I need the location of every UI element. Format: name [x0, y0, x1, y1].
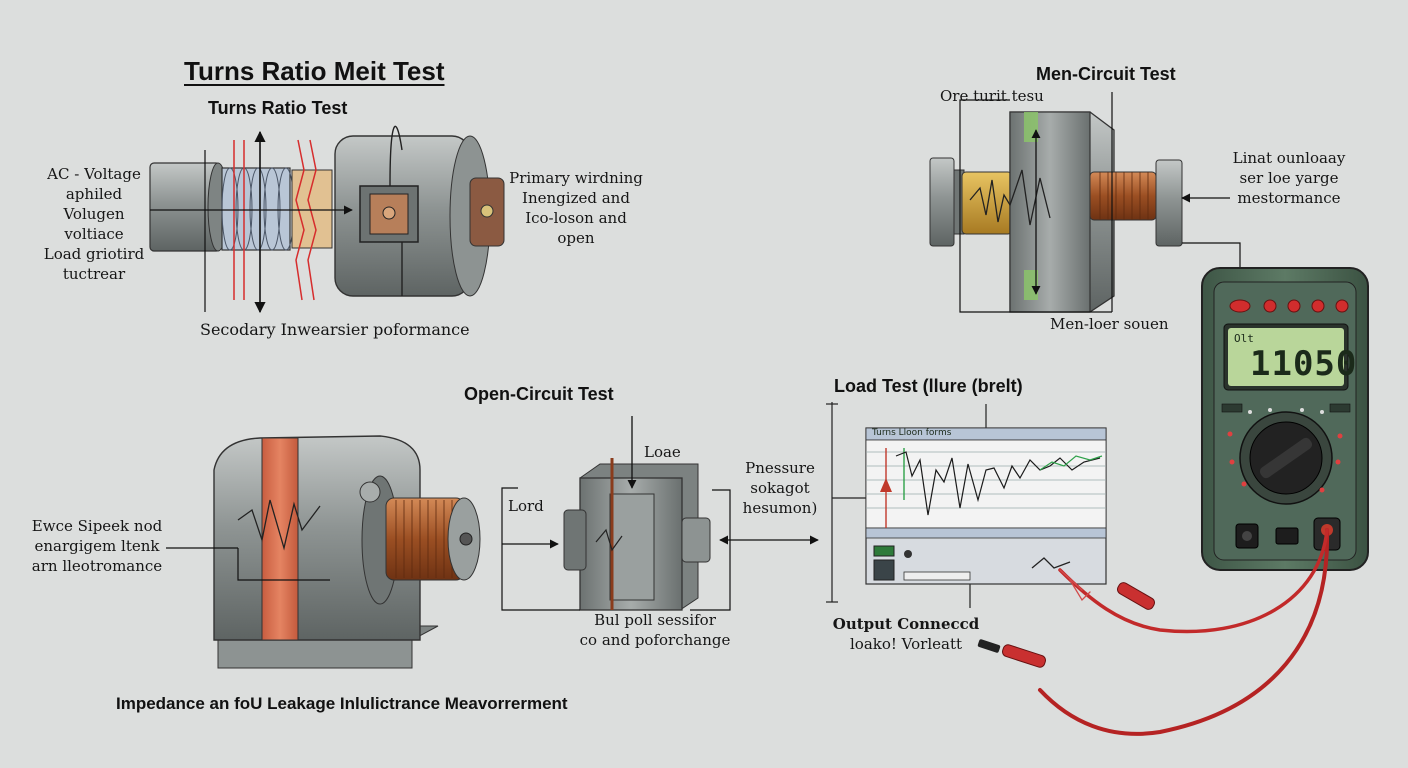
turns-ratio-assembly: [149, 125, 505, 314]
men-circuit-test-title: Men-Circuit Test: [1036, 64, 1176, 84]
open-circuit-core: [501, 416, 819, 611]
bul-poll-label: Bul poll sessifor co and poforchange: [579, 611, 731, 649]
test-leads: [1038, 528, 1330, 736]
men-circuit-assembly: [929, 92, 1241, 313]
meter-lcd-mode: Olt: [1234, 332, 1254, 345]
load-test-screen: [826, 402, 1107, 608]
output-label: Output Conneccd loako! Vorleatt: [832, 615, 980, 653]
linat-label: Linat ounloaay ser loe yarge mestormance: [1232, 149, 1346, 207]
meter-lcd: [1228, 328, 1344, 386]
pressure-label: Pnessure sokagot hesumon): [742, 459, 818, 517]
ewce-label: Ewce Sipeek nod enargigem ltenk arn lleo…: [31, 517, 163, 575]
men-loer-label: Men-loer souen: [1050, 315, 1169, 333]
impedance-title: Impedance an foU Leakage Inlulictrance M…: [116, 694, 568, 713]
screen-header: Turns Lloon forms: [872, 428, 952, 438]
meter-reading: 11050: [1250, 344, 1358, 384]
ore-turit-label: Ore turit tesu: [940, 87, 1044, 105]
multimeter: [1201, 267, 1369, 571]
load-label: Lord: [508, 497, 544, 515]
open-circuit-test-title: Open-Circuit Test: [464, 384, 614, 404]
meter-buttons: [1229, 299, 1349, 313]
primary-winding-label: Primary wirdning Inengized and Ico-loson…: [509, 169, 643, 247]
ac-voltage-label: AC - Voltage aphiled Volugen voltiace Lo…: [43, 165, 145, 283]
loae-label: Loae: [644, 443, 681, 461]
main-title: Turns Ratio Meit Test: [184, 56, 445, 86]
load-test-title: Load Test (llure (brelt): [834, 376, 1023, 396]
secondary-label: Secodary Inwearsier poformance: [200, 320, 470, 339]
turns-ratio-test-title: Turns Ratio Test: [208, 98, 348, 118]
impedance-machine: [166, 435, 481, 669]
